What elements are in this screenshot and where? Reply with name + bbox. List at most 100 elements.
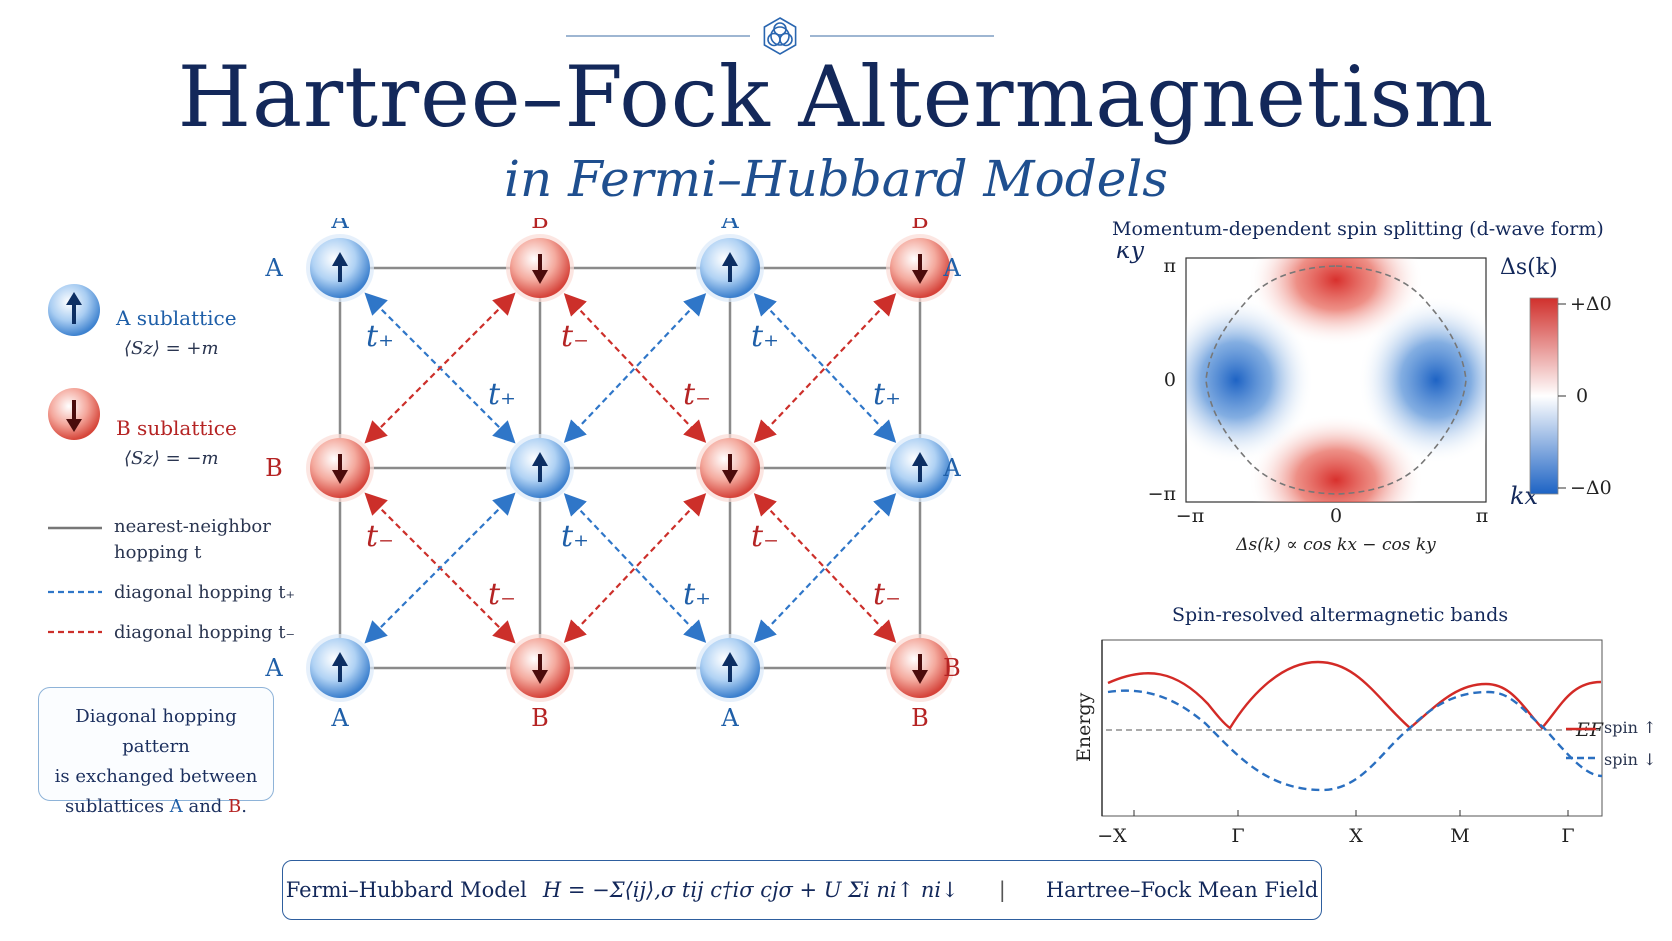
diag-hop-plus [753,493,897,643]
hop-label: t₊ [683,577,711,612]
diag-hop-minus [563,493,707,643]
heatmap-lobe-left [1186,296,1314,464]
legend-b-marker [48,388,100,440]
heatmap-panel: ky kx π 0 −π −π 0 π Δs(k) ∝ cos kx − cos… [1116,246,1612,555]
bands-xtick-5: Γ [1561,825,1574,847]
bands-title: Spin-resolved altermagnetic bands [1172,604,1509,626]
note-box: Diagonal hopping pattern is exchanged be… [38,687,274,817]
site-a-spin-up [306,634,374,702]
note-line2: is exchanged between [54,766,258,787]
diag-hop-plus [364,492,516,644]
colorbar-tick-mid: 0 [1576,385,1588,407]
formula-separator: | [998,878,1006,902]
legend-diag-minus-text: diagonal hopping t₋ [114,622,295,643]
header-ornament [566,17,994,55]
top-sublattice-label: B [911,218,929,234]
diag-hop-plus [563,293,707,443]
bands-panel: Energy EF −X Γ X M Γ [1073,639,1604,847]
top-sublattice-label: A [330,218,349,234]
colorbar-title: Δs(k) [1500,255,1558,280]
site-a-spin-up [886,434,954,502]
legend-nn-text2: hopping t [114,542,202,563]
hop-label: t₋ [366,519,394,554]
heatmap-ytick-bottom: −π [1148,483,1176,505]
hamiltonian-equation: H = −Σ⟨ij⟩,σ tij c†iσ cjσ + U Σi ni↑ ni↓ [542,878,959,902]
note-line1: Diagonal hopping pattern [75,706,237,757]
heatmap-lobe-right [1358,296,1486,464]
hop-label: t₊ [561,519,589,554]
colorbar [1529,297,1559,495]
top-sublattice-label: A [720,218,739,234]
heatmap-xtick-right: π [1476,505,1489,527]
hop-label: t₋ [873,577,901,612]
legend-nn-text1: nearest-neighbor [114,516,271,537]
bands-xtick-4: M [1450,825,1469,847]
legend-a-value: ⟨Sz⟩ = +m [124,338,219,359]
legend-b-label: B sublattice [116,416,237,440]
bands-frame [1101,639,1603,817]
bottom-sublattice-label: A [720,704,739,732]
hop-label: t₋ [683,377,711,412]
hop-label: t₋ [751,519,779,554]
legend-lines [48,526,102,634]
right-sublattice-label: B [943,654,961,682]
legend-a-marker [48,284,100,336]
formula-box: Fermi–Hubbard Model H = −Σ⟨ij⟩,σ tij c†i… [282,860,1322,920]
bands-xtick-3: X [1349,825,1363,847]
bands-xtick-2: Γ [1231,825,1244,847]
diag-hop-minus [364,292,516,444]
heatmap-xtick-mid: 0 [1330,505,1342,527]
site-a-spin-up [696,634,764,702]
bands-legend-down: spin ↓ [1604,750,1657,769]
top-sublattice-label: B [531,218,549,234]
hop-label: t₋ [561,319,589,354]
bottom-sublattice-label: B [911,704,929,732]
colorbar-tick-top: +Δ0 [1570,293,1612,315]
legend-b-value: ⟨Sz⟩ = −m [124,448,219,469]
bands-ylabel: Energy [1073,692,1095,762]
site-a-spin-up [306,234,374,302]
right-sublattice-label: A [942,254,961,282]
bands-legend-up: spin ↑ [1604,718,1657,737]
site-b-spin-down [886,634,954,702]
heatmap-title: Momentum-dependent spin splitting (d-wav… [1112,218,1604,240]
site-b-spin-down [306,434,374,502]
bands-xtick-1: −X [1097,825,1127,847]
site-a-spin-up [696,234,764,302]
left-sublattice-label: A [264,654,283,682]
site-b-spin-down [506,634,574,702]
spin-down-band [1107,689,1603,792]
heatmap-formula: Δs(k) ∝ cos kx − cos ky [1235,535,1436,555]
site-a-spin-up [506,434,574,502]
heatmap-ytick-mid: 0 [1164,369,1176,391]
hop-label: t₊ [488,377,516,412]
page-title: Hartree–Fock Altermagnetism [177,48,1495,146]
hop-label: t₋ [488,577,516,612]
colorbar-tick-bottom: −Δ0 [1570,477,1612,499]
hop-label: t₊ [751,319,779,354]
diag-hop-plus [563,493,707,643]
spin-up-band [1107,660,1602,730]
bottom-sublattice-label: A [330,704,349,732]
site-b-spin-down [886,234,954,302]
right-sublattice-label: A [942,454,961,482]
heatmap-ylabel: ky [1116,246,1145,264]
legend-a-label: A sublattice [116,306,237,330]
site-b-spin-down [506,234,574,302]
heatmap-xtick-left: −π [1176,505,1204,527]
page-subtitle: in Fermi–Hubbard Models [504,150,1168,208]
left-sublattice-label: A [264,254,283,282]
diag-hop-minus [753,293,897,443]
lattice-sites [306,234,954,702]
nearest-neighbor-bonds [338,266,922,670]
hop-label: t₊ [366,319,394,354]
diagonal-hoppings [364,292,897,644]
left-sublattice-label: B [265,454,283,482]
bands-legend-lines [1566,727,1596,760]
bottom-sublattice-label: B [531,704,549,732]
formula-left-label: Fermi–Hubbard Model [285,878,527,902]
hexagon-flower-icon [763,17,797,55]
diag-hop-minus [753,493,897,643]
